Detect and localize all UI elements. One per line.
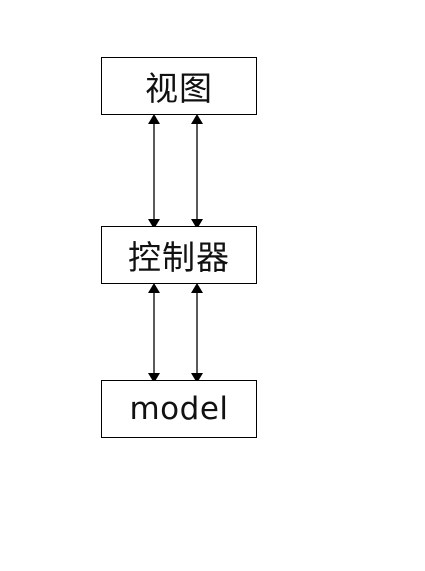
controller-node-label: 控制器 [128, 238, 230, 277]
view-node-label: 视图 [145, 69, 213, 108]
controller-node: 控制器 [101, 226, 257, 284]
model-node-label: model [129, 391, 229, 427]
model-node: model [101, 380, 257, 438]
view-node: 视图 [101, 57, 257, 115]
